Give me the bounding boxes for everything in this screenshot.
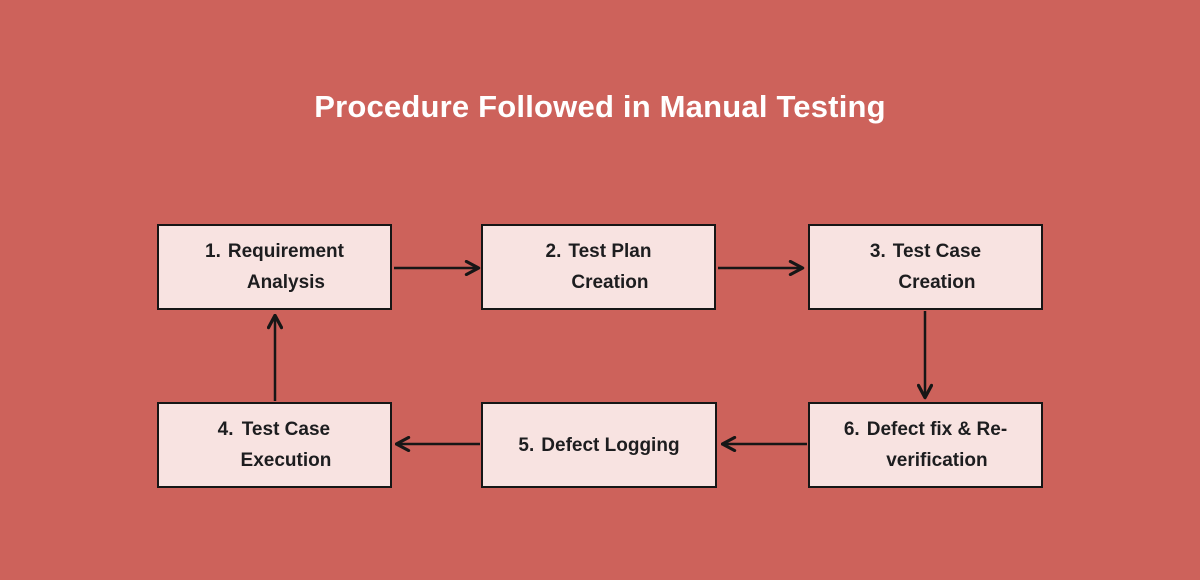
node-number: 1. [205, 241, 221, 262]
node-label-line: Test Case [241, 419, 331, 440]
node-content: 4. Test Case Execution [218, 414, 332, 476]
flow-node-test-case-execution: 4. Test Case Execution [157, 402, 392, 488]
node-number: 4. [217, 419, 234, 440]
node-number: 2. [545, 241, 562, 262]
flow-node-defect-fix-reverification: 6. Defect fix & Re- verification [808, 402, 1043, 488]
node-label-line: Test Plan [568, 241, 652, 262]
flow-node-defect-logging: 5. Defect Logging [481, 402, 717, 488]
node-label: Test Plan Creation [568, 236, 651, 298]
node-label: Defect fix & Re- verification [867, 414, 1007, 476]
node-label: Defect Logging [541, 430, 679, 461]
node-label-line: Defect fix & Re- [866, 419, 1008, 440]
flow-node-test-plan-creation: 2. Test Plan Creation [481, 224, 716, 310]
node-label: Test Case Creation [893, 236, 981, 298]
node-label-line: Test Case [892, 241, 982, 262]
flow-node-test-case-creation: 3. Test Case Creation [808, 224, 1043, 310]
node-content: 6. Defect fix & Re- verification [844, 414, 1007, 476]
node-label-line: Defect Logging [541, 434, 680, 456]
node-content: 3. Test Case Creation [870, 236, 981, 298]
node-label: Test Case Execution [241, 414, 332, 476]
node-content: 1. Requirement Analysis [205, 236, 344, 298]
node-label-line: Requirement [227, 241, 344, 262]
node-label-line: Creation [571, 272, 649, 293]
node-label: Requirement Analysis [228, 236, 344, 298]
node-content: 5. Defect Logging [518, 430, 679, 461]
node-content: 2. Test Plan Creation [546, 236, 652, 298]
node-label-line: Analysis [246, 272, 325, 293]
node-label-line: Creation [898, 272, 976, 293]
node-number: 6. [843, 419, 860, 440]
node-number: 3. [869, 241, 886, 262]
diagram-title: Procedure Followed in Manual Testing [314, 89, 886, 124]
node-label-line: Execution [240, 450, 332, 471]
node-number: 5. [518, 434, 535, 456]
node-label-line: verification [886, 450, 988, 471]
flow-node-requirement-analysis: 1. Requirement Analysis [157, 224, 392, 310]
